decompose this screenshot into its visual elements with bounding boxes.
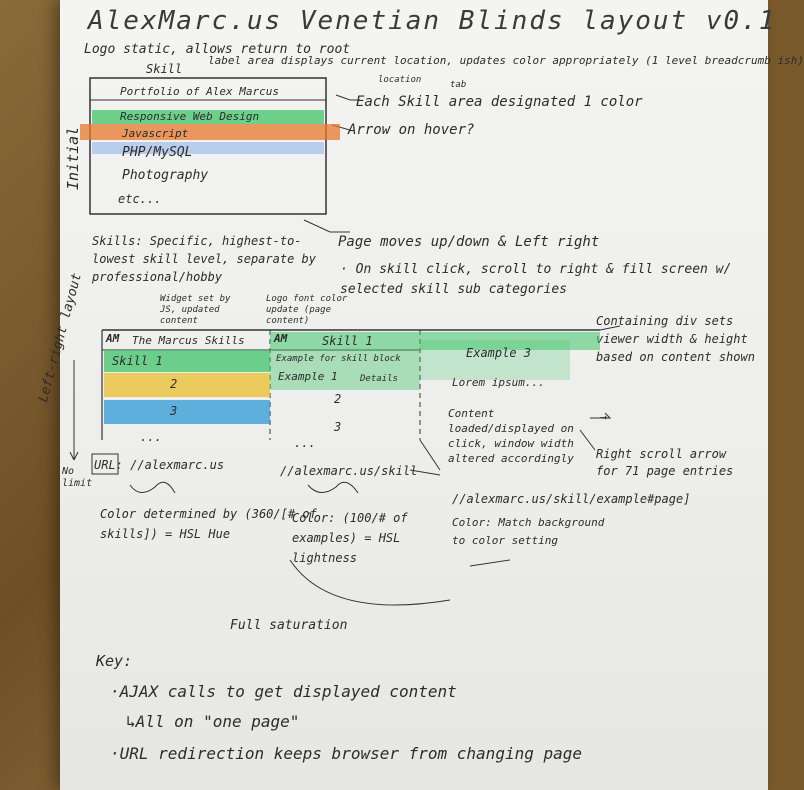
lr-row-left-3: ... bbox=[140, 430, 162, 444]
initial-item-0: Portfolio of Alex Marcus bbox=[120, 85, 279, 98]
note-label-area: label area displays current location, up… bbox=[208, 54, 804, 67]
url-skill: //alexmarc.us/skill bbox=[280, 464, 418, 478]
lr-header-left: The Marcus Skills bbox=[132, 334, 245, 347]
initial-item-2: Javascript bbox=[122, 127, 189, 140]
lr-logo: AM bbox=[106, 332, 120, 345]
note-on-skill-click: · On skill click, scroll to right & fill… bbox=[340, 262, 732, 297]
initial-item-5: etc... bbox=[118, 192, 162, 206]
key-item-1: ·AJAX calls to get displayed content bbox=[110, 682, 457, 701]
note-page-moves: Page moves up/down & Left right bbox=[338, 234, 600, 250]
note-location-hint: location bbox=[378, 75, 422, 85]
lr-row-mid-2: 3 bbox=[334, 420, 342, 434]
key-title: Key: bbox=[96, 652, 133, 670]
note-logo-color: Logo font color update (page content) bbox=[266, 294, 348, 326]
url-root: URL: //alexmarc.us bbox=[94, 458, 225, 472]
header-green-band bbox=[270, 332, 600, 350]
lr-row-left-2: 3 bbox=[170, 404, 178, 418]
orange-band bbox=[80, 124, 340, 140]
notebook-page: AlexMarc.us Venetian Blinds layout v0.1 … bbox=[36, 0, 804, 790]
green-band bbox=[92, 110, 324, 124]
lr-row-left-0: Skill 1 bbox=[112, 354, 163, 368]
note-no-limit: No limit bbox=[62, 466, 93, 489]
note-color-match: Color: Match background to color setting bbox=[452, 516, 605, 547]
row-blue-band bbox=[104, 400, 270, 424]
key-item-2: ↳All on "one page" bbox=[126, 712, 300, 731]
lr-example-1: Example 1 bbox=[278, 370, 338, 383]
lr-example-3: Example 3 bbox=[466, 346, 532, 360]
note-logo-static: Logo static, allows return to root bbox=[84, 42, 351, 57]
initial-item-4: Photography bbox=[122, 168, 209, 183]
row-green-band bbox=[104, 350, 270, 372]
note-color-light: Color: (100/# of examples) = HSL lightne… bbox=[292, 511, 408, 565]
initial-item-1: Responsive Web Design bbox=[120, 110, 260, 123]
note-initial: Initial bbox=[64, 126, 82, 190]
note-skills-sort: Skills: Specific, highest-to-lowest skil… bbox=[92, 234, 316, 284]
url-example: //alexmarc.us/skill/example#page] bbox=[452, 492, 691, 506]
right-green-band bbox=[420, 340, 570, 380]
note-arrow-hover: Arrow on hover? bbox=[348, 122, 475, 138]
note-right-scroll: Right scroll arrow for 71 page entries bbox=[596, 447, 734, 478]
initial-item-3: PHP/MySQL bbox=[122, 145, 193, 160]
row-yellow-band bbox=[104, 373, 270, 397]
note-containing-div: Containing div sets viewer width & heigh… bbox=[596, 314, 755, 364]
note-skill-caption: Skill bbox=[146, 62, 183, 76]
note-tab-hint: tab bbox=[450, 80, 467, 90]
lr-row-mid-1: 2 bbox=[334, 392, 342, 406]
lr-row-mid-3: ... bbox=[294, 436, 316, 450]
page-title: AlexMarc.us Venetian Blinds layout v0.1 bbox=[88, 6, 777, 36]
lr-lorem: Lorem ipsum... bbox=[452, 376, 545, 389]
lr-details: Details bbox=[360, 374, 398, 384]
right-arrow: → bbox=[600, 410, 608, 424]
note-each-skill: Each Skill area designated 1 color bbox=[356, 94, 643, 110]
key-item-3: ·URL redirection keeps browser from chan… bbox=[110, 744, 583, 763]
lr-row-left-1: 2 bbox=[170, 377, 178, 391]
blue-band bbox=[92, 142, 324, 154]
note-color-hue: Color determined by (360/[# of skills]) … bbox=[100, 507, 317, 541]
lr-logo-2: AM bbox=[274, 332, 288, 345]
note-full-saturation: Full saturation bbox=[230, 618, 348, 633]
lr-header-mid: Skill 1 bbox=[322, 334, 373, 348]
mid-green-band bbox=[270, 350, 420, 390]
lr-sub-text: Example for skill block bbox=[276, 354, 401, 364]
note-content-loaded: Content loaded/displayed on click, windo… bbox=[448, 407, 574, 465]
note-widget: Widget set by JS, updated content bbox=[160, 294, 231, 326]
